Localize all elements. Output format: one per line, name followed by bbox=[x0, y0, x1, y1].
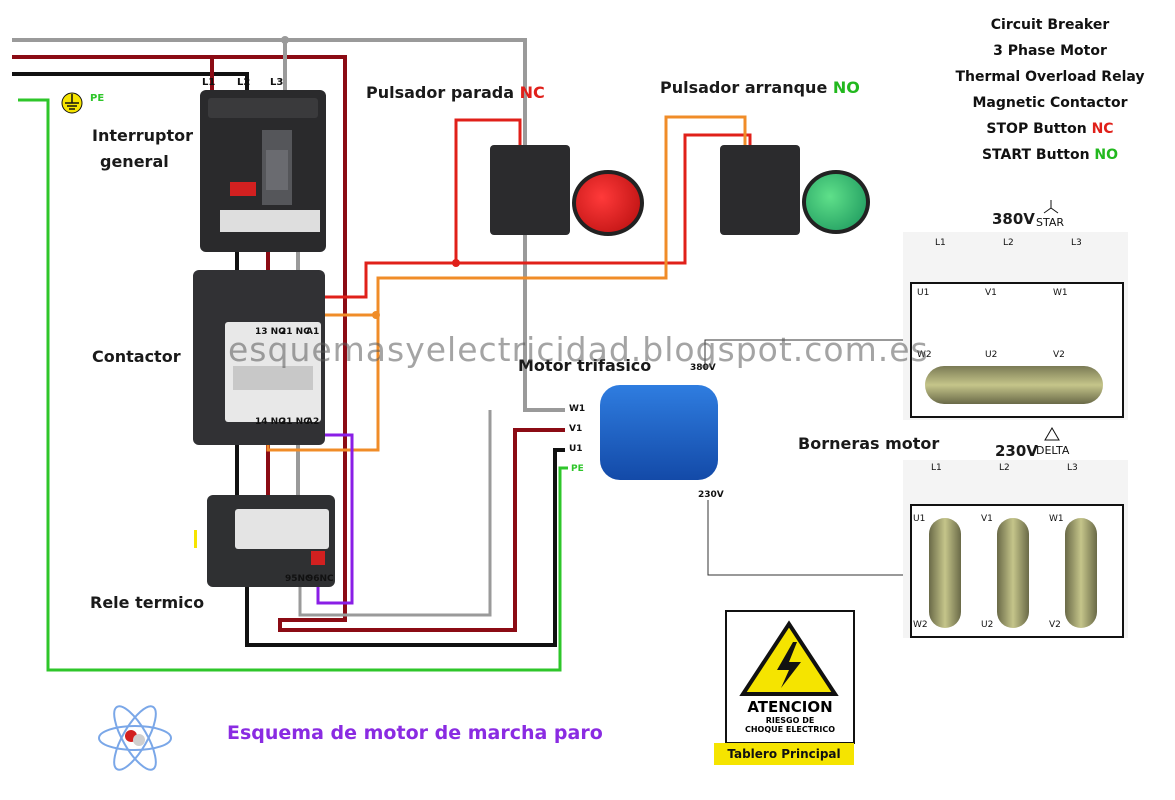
breaker-label-line2: general bbox=[100, 152, 169, 171]
star-top-v1: V1 bbox=[985, 288, 997, 298]
delta-top-u1: U1 bbox=[913, 514, 926, 524]
motor-w1: W1 bbox=[569, 404, 586, 414]
legend-item-breaker: Circuit Breaker bbox=[990, 17, 1110, 33]
motor-v1: V1 bbox=[569, 424, 583, 434]
delta-top-w1: W1 bbox=[1049, 514, 1064, 524]
phase-label-l1: L1 bbox=[202, 77, 216, 88]
star-bottom-u2: U2 bbox=[985, 350, 998, 360]
motor-body bbox=[600, 385, 718, 480]
warning-footer: Tablero Principal bbox=[714, 743, 854, 765]
stop-button-device bbox=[490, 145, 570, 235]
wire-red-phase bbox=[12, 55, 565, 632]
motor-label: Motor trifasico bbox=[518, 356, 652, 375]
contactor-21nc-bottom: 21 NC bbox=[280, 417, 310, 427]
contactor-a2: A2 bbox=[306, 417, 320, 427]
relay-95nc: 95NC bbox=[285, 574, 312, 584]
delta-terminal-panel bbox=[903, 460, 1128, 638]
star-line-l1: L1 bbox=[935, 238, 946, 248]
circuit-breaker bbox=[200, 90, 326, 252]
wire-gray-out bbox=[298, 410, 492, 617]
warning-line2: CHOQUE ELECTRICO bbox=[744, 725, 836, 734]
wire-black-phase bbox=[12, 72, 249, 92]
watermark: esquemasyelectricidad.blogspot.com.es bbox=[228, 330, 929, 369]
star-line-l3: L3 bbox=[1071, 238, 1082, 248]
contactor-label: Contactor bbox=[92, 347, 181, 366]
legend-item-relay: Thermal Overload Relay bbox=[955, 69, 1145, 85]
legend-item-stop: STOP Button NC bbox=[986, 121, 1114, 137]
delta-voltage: 230V bbox=[995, 442, 1038, 460]
delta-name: DELTA bbox=[1036, 444, 1070, 457]
warning-sign: ATENCION RIESGO DE CHOQUE ELECTRICO bbox=[725, 610, 855, 744]
delta-line-l3: L3 bbox=[1067, 463, 1078, 473]
high-voltage-icon bbox=[739, 620, 839, 696]
start-button-device bbox=[720, 145, 800, 235]
star-symbol-icon bbox=[1043, 200, 1059, 214]
legend-item-motor: 3 Phase Motor bbox=[993, 43, 1107, 59]
contactor-21nc-top: 21 NC bbox=[280, 327, 310, 337]
relay-label: Rele termico bbox=[90, 593, 205, 612]
star-side-voltage: 380V bbox=[690, 363, 716, 373]
delta-side-voltage: 230V bbox=[698, 490, 724, 500]
stop-button-red-cap bbox=[572, 170, 644, 236]
phase-label-l2: L2 bbox=[237, 77, 251, 88]
component-legend: Circuit Breaker 3 Phase Motor Thermal Ov… bbox=[925, 12, 1175, 168]
breaker-label-line1: Interruptor bbox=[92, 126, 193, 145]
diagram-title: Esquema de motor de marcha paro bbox=[227, 722, 603, 744]
terminals-label: Borneras motor bbox=[798, 434, 940, 453]
star-bottom-w2: W2 bbox=[917, 350, 932, 360]
star-line-l2: L2 bbox=[1003, 238, 1014, 248]
delta-bottom-v2: V2 bbox=[1049, 620, 1061, 630]
warning-line1: RIESGO DE bbox=[765, 716, 815, 725]
star-top-w1: W1 bbox=[1053, 288, 1068, 298]
delta-jumper-1 bbox=[929, 518, 961, 628]
start-button-label: Pulsador arranque NO bbox=[660, 78, 860, 97]
contactor-a1: A1 bbox=[306, 327, 320, 337]
contactor-device bbox=[193, 270, 325, 445]
pe-label: PE bbox=[90, 93, 105, 104]
warning-heading: ATENCION bbox=[747, 698, 833, 716]
delta-jumper-2 bbox=[997, 518, 1029, 628]
wire-green-pe bbox=[18, 98, 568, 672]
delta-bottom-u2: U2 bbox=[981, 620, 994, 630]
phase-label-l3: L3 bbox=[270, 77, 284, 88]
star-voltage: 380V bbox=[992, 210, 1035, 228]
start-button-green-cap bbox=[802, 170, 870, 234]
relay-96nc: 96NC bbox=[307, 574, 334, 584]
wire-black-out bbox=[245, 448, 565, 647]
contactor-13no: 13 NO bbox=[255, 327, 286, 337]
contactor-14no: 14 NO bbox=[255, 417, 286, 427]
thermal-relay-device bbox=[207, 495, 335, 587]
star-name: STAR bbox=[1036, 216, 1065, 229]
delta-line-l2: L2 bbox=[999, 463, 1010, 473]
legend-item-contactor: Magnetic Contactor bbox=[972, 95, 1128, 111]
star-jumper-bar bbox=[925, 366, 1103, 404]
delta-line-l1: L1 bbox=[931, 463, 942, 473]
delta-symbol-icon bbox=[1044, 427, 1060, 441]
star-bottom-v2: V2 bbox=[1053, 350, 1065, 360]
legend-item-start: START Button NO bbox=[981, 147, 1119, 163]
star-terminal-panel bbox=[903, 232, 1128, 420]
motor-u1: U1 bbox=[569, 444, 583, 454]
atom-logo-icon bbox=[98, 705, 172, 771]
star-top-u1: U1 bbox=[917, 288, 930, 298]
stop-button-label: Pulsador parada NC bbox=[366, 83, 545, 102]
delta-bottom-w2: W2 bbox=[913, 620, 928, 630]
delta-jumper-3 bbox=[1065, 518, 1097, 628]
motor-pe: PE bbox=[571, 464, 584, 474]
delta-top-v1: V1 bbox=[981, 514, 993, 524]
